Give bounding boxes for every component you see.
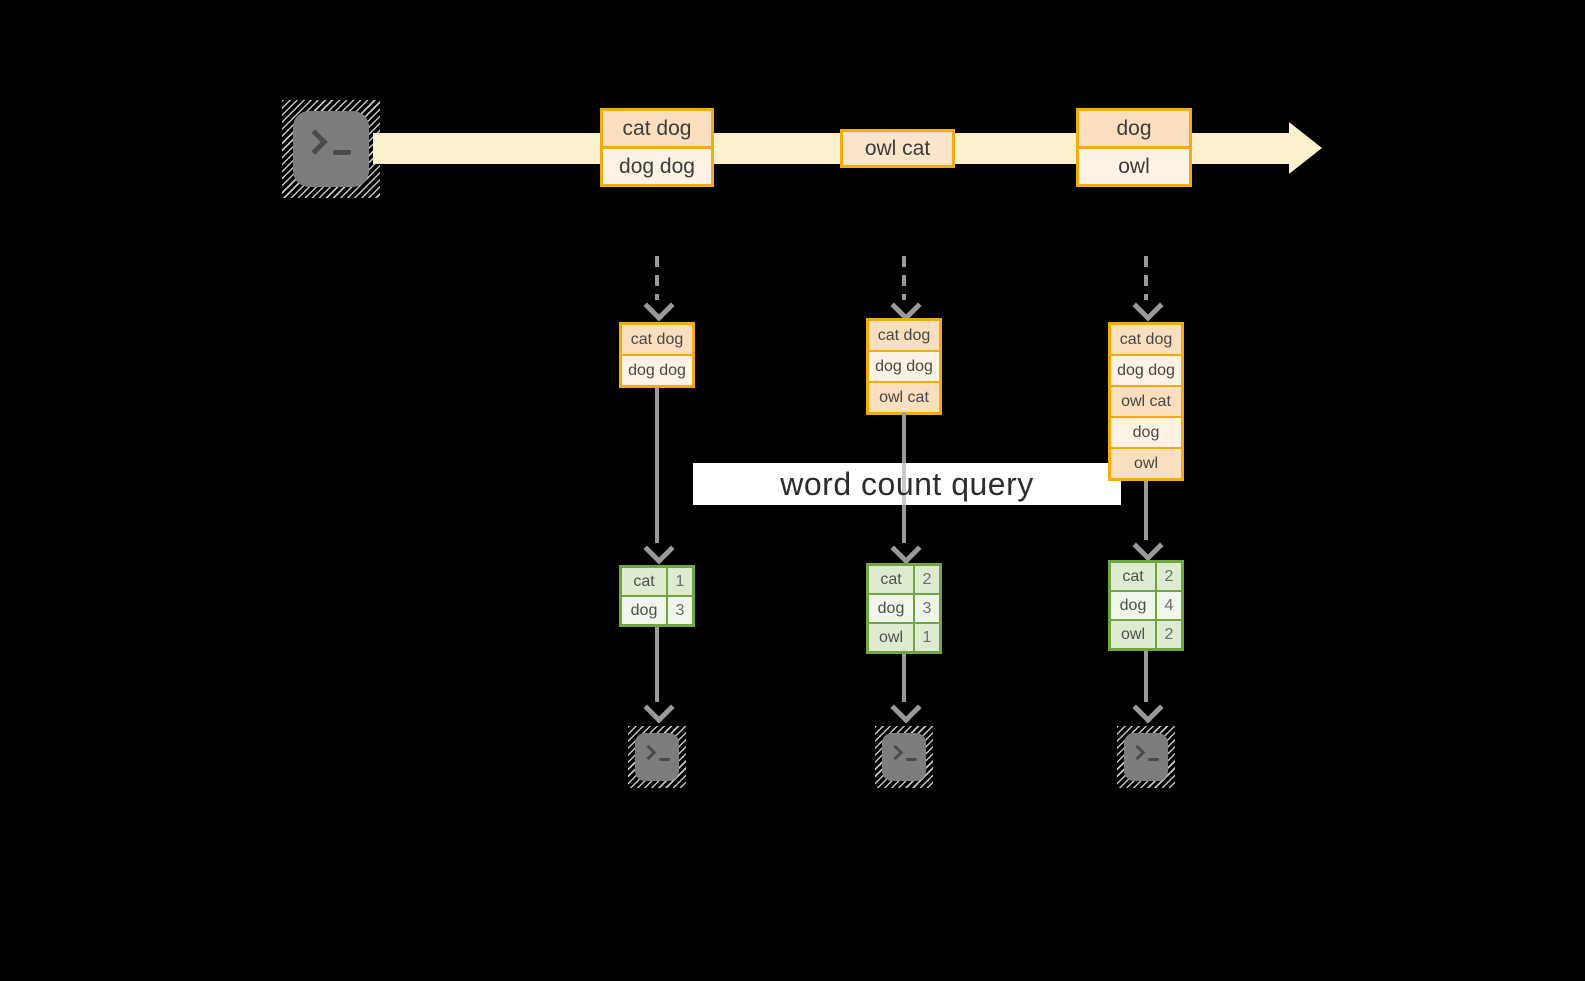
event-box-3: dog owl <box>1076 108 1192 187</box>
arrow-shaft <box>655 256 659 300</box>
word-cell: cat <box>869 566 913 593</box>
output-arrow-3 <box>1132 651 1164 724</box>
state-record: owl <box>1111 449 1181 478</box>
count-table-3: cat 2 dog 4 owl 2 <box>1108 560 1184 651</box>
word-cell: dog <box>622 597 666 624</box>
terminal-cursor-icon <box>333 149 351 155</box>
arrow-shaft <box>1144 256 1148 300</box>
query-band <box>693 463 1121 505</box>
count-row: owl 2 <box>1111 621 1181 648</box>
event-record: owl <box>1079 149 1189 184</box>
state-box-1: cat dog dog dog <box>619 322 695 388</box>
terminal-screen <box>635 733 679 781</box>
arrow-shaft <box>655 625 659 702</box>
state-box-2: cat dog dog dog owl cat <box>866 318 942 415</box>
count-row: dog 3 <box>622 597 692 624</box>
count-cell: 1 <box>668 568 692 595</box>
terminal-cursor-icon <box>906 757 917 761</box>
count-row: dog 4 <box>1111 592 1181 619</box>
terminal-screen <box>1124 733 1168 781</box>
event-record: dog dog <box>603 149 711 184</box>
ingest-dashed-arrow-3 <box>1132 256 1164 322</box>
arrowhead-icon <box>643 533 675 565</box>
arrowhead-icon <box>1132 530 1164 562</box>
count-cell: 2 <box>1157 621 1181 648</box>
count-cell: 4 <box>1157 592 1181 619</box>
arrow-shaft <box>1144 651 1148 702</box>
arrow-shaft <box>655 388 659 543</box>
terminal-prompt-chevron-icon <box>640 744 657 761</box>
arrow-shaft <box>1144 481 1148 540</box>
count-table-2: cat 2 dog 3 owl 1 <box>866 563 942 654</box>
word-cell: cat <box>1111 563 1155 590</box>
count-row: owl 1 <box>869 624 939 651</box>
terminal-screen <box>293 111 369 187</box>
state-record: cat dog <box>622 325 692 354</box>
count-cell: 2 <box>915 566 939 593</box>
ingest-dashed-arrow-1 <box>643 256 675 322</box>
terminal-cursor-icon <box>659 757 670 761</box>
terminal-screen <box>882 733 926 781</box>
terminal-prompt-chevron-icon <box>1129 744 1146 761</box>
event-box-2: owl cat <box>840 129 955 168</box>
arrow-shaft <box>902 256 906 300</box>
state-box-3: cat dog dog dog owl cat dog owl <box>1108 322 1184 481</box>
count-row: dog 3 <box>869 595 939 622</box>
arrowhead-icon <box>890 533 922 565</box>
arrow-shaft <box>902 505 906 543</box>
arrowhead-icon <box>890 692 922 724</box>
count-cell: 3 <box>668 597 692 624</box>
state-record: cat dog <box>1111 325 1181 354</box>
count-row: cat 2 <box>869 566 939 593</box>
output-arrow-2 <box>890 654 922 724</box>
output-terminal-icon-1 <box>628 726 686 788</box>
word-cell: owl <box>1111 621 1155 648</box>
count-cell: 2 <box>1157 563 1181 590</box>
state-record: dog dog <box>1111 356 1181 385</box>
event-record: cat dog <box>603 111 711 146</box>
word-cell: dog <box>1111 592 1155 619</box>
count-row: cat 2 <box>1111 563 1181 590</box>
arrowhead-icon <box>643 692 675 724</box>
arrowhead-icon <box>1132 692 1164 724</box>
arrow-shaft <box>902 654 906 702</box>
event-record: dog <box>1079 111 1189 146</box>
event-box-1: cat dog dog dog <box>600 108 714 187</box>
count-row: cat 1 <box>622 568 692 595</box>
query-arrow-1 <box>643 388 675 565</box>
arrowhead-icon <box>643 290 675 322</box>
state-record: owl cat <box>869 383 939 412</box>
output-arrow-1 <box>643 625 675 724</box>
state-record: dog dog <box>869 352 939 381</box>
word-cell: owl <box>869 624 913 651</box>
arrow-shaft-over-band <box>902 463 906 505</box>
stream-timeline-arrowhead-icon <box>1289 122 1322 174</box>
query-arrow-2 <box>890 412 922 565</box>
word-cell: cat <box>622 568 666 595</box>
terminal-prompt-chevron-icon <box>887 744 904 761</box>
source-terminal-icon <box>282 100 380 198</box>
arrowhead-icon <box>890 290 922 322</box>
terminal-cursor-icon <box>1148 757 1159 761</box>
count-cell: 3 <box>915 595 939 622</box>
state-record: cat dog <box>869 321 939 350</box>
arrow-shaft <box>902 412 906 463</box>
event-record: owl cat <box>843 132 952 165</box>
query-arrow-3 <box>1132 481 1164 562</box>
count-cell: 1 <box>915 624 939 651</box>
state-record: owl cat <box>1111 387 1181 416</box>
state-record: dog <box>1111 418 1181 447</box>
arrowhead-icon <box>1132 290 1164 322</box>
state-record: dog dog <box>622 356 692 385</box>
query-label: word count query <box>780 465 1034 502</box>
output-terminal-icon-3 <box>1117 726 1175 788</box>
word-cell: dog <box>869 595 913 622</box>
count-table-1: cat 1 dog 3 <box>619 565 695 627</box>
ingest-dashed-arrow-2 <box>890 256 922 322</box>
terminal-prompt-chevron-icon <box>302 129 328 155</box>
output-terminal-icon-2 <box>875 726 933 788</box>
